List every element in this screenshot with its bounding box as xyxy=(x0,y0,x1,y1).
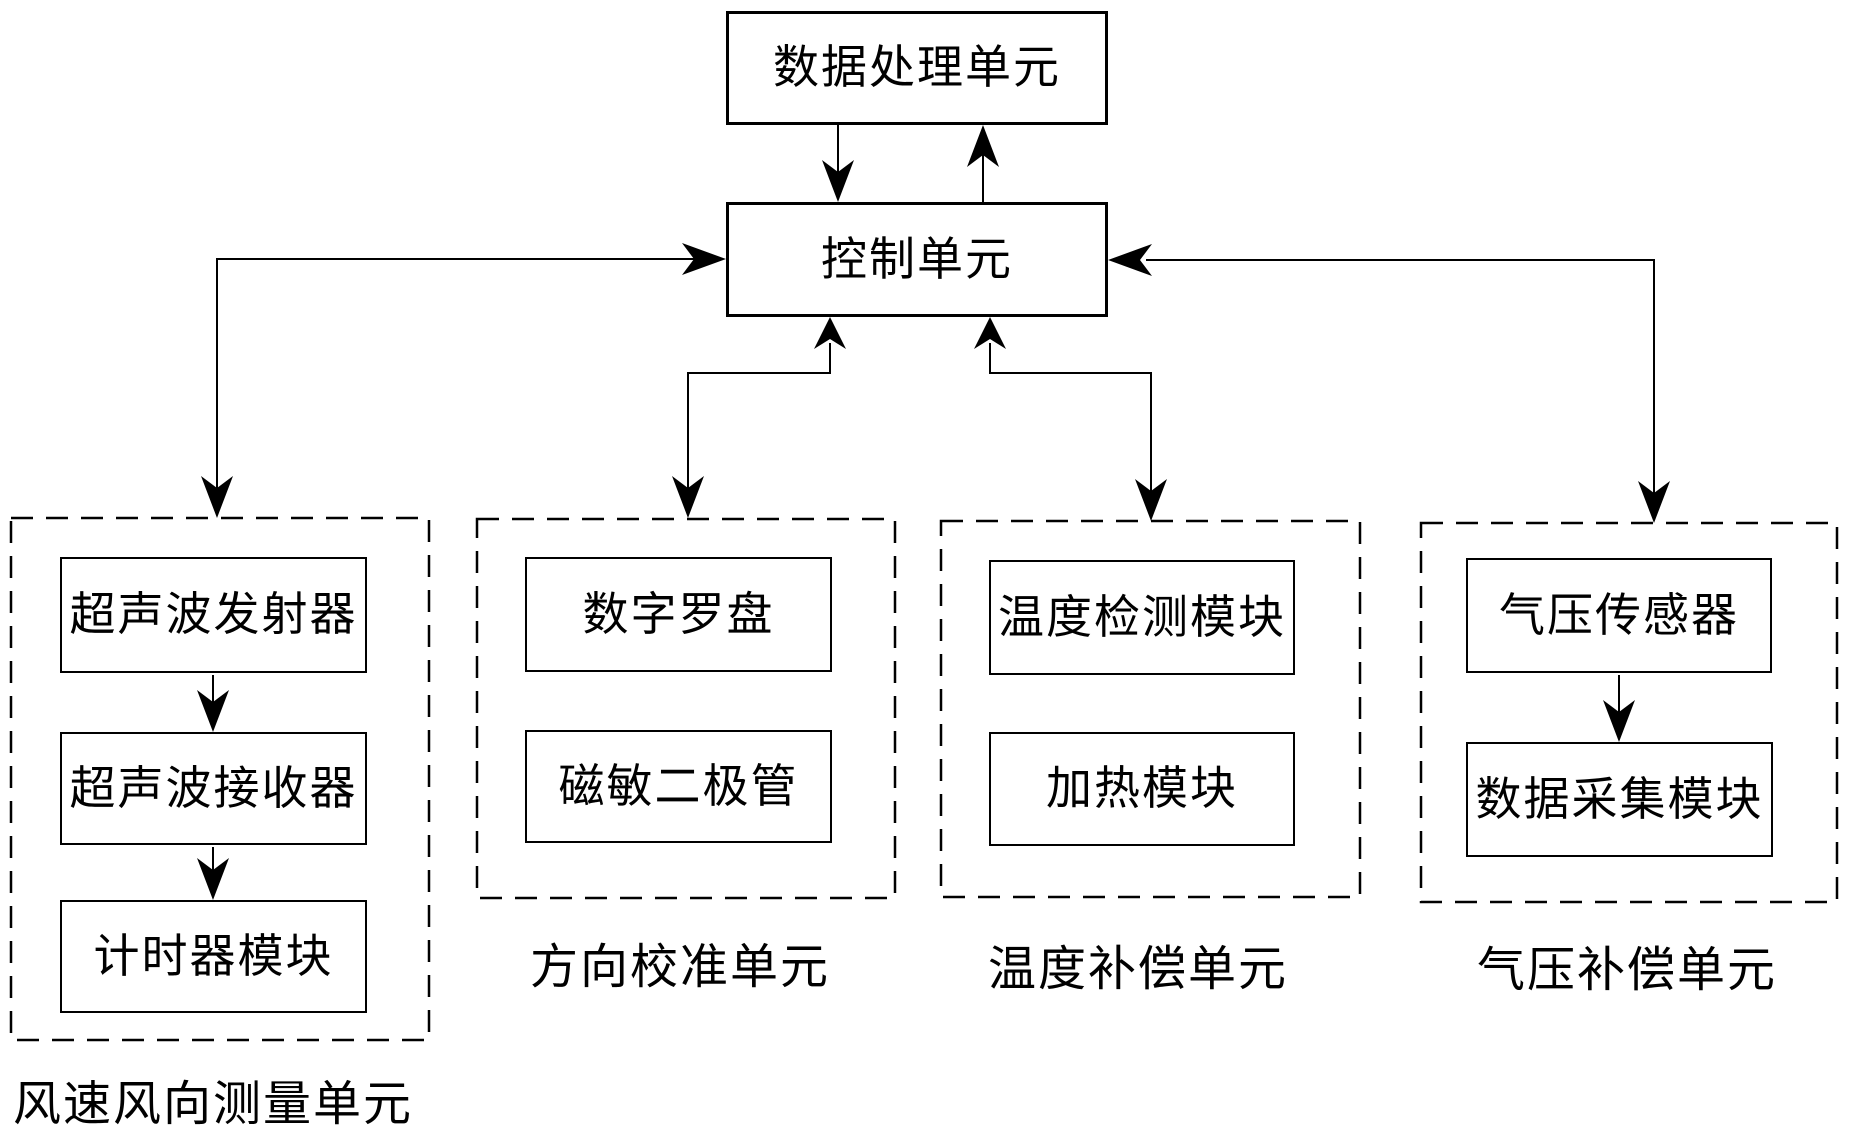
arrow-control-temperature xyxy=(974,317,1167,521)
arrow-receiver-to-timer xyxy=(197,847,229,900)
control-unit-box: 控制单元 xyxy=(726,202,1108,317)
group-pressure-outline xyxy=(1419,521,1839,904)
pressure-compensation-unit-label: 气压补偿单元 xyxy=(1476,944,1778,997)
arrow-transmitter-to-receiver xyxy=(197,675,229,732)
arrow-control-to-processing xyxy=(967,125,999,202)
direction-calibration-unit-label: 方向校准单元 xyxy=(529,941,831,994)
group-temperature-outline xyxy=(939,519,1362,899)
data-acquisition-module-box: 数据采集模块 xyxy=(1466,742,1773,857)
wind-measurement-unit-label: 风速风向测量单元 xyxy=(12,1078,414,1131)
digital-compass-box: 数字罗盘 xyxy=(525,557,832,672)
data-processing-unit-box: 数据处理单元 xyxy=(726,11,1108,125)
pressure-sensor-box: 气压传感器 xyxy=(1466,558,1772,673)
arrow-control-direction xyxy=(672,317,846,518)
temperature-detection-module-box: 温度检测模块 xyxy=(989,560,1295,675)
magneto-diode-box: 磁敏二极管 xyxy=(525,730,832,843)
arrow-control-wind xyxy=(201,243,726,518)
timer-module-box: 计时器模块 xyxy=(60,900,367,1013)
temperature-compensation-unit-label: 温度补偿单元 xyxy=(987,943,1289,996)
ultrasonic-receiver-box: 超声波接收器 xyxy=(60,732,367,845)
arrow-control-pressure xyxy=(1108,244,1670,523)
arrow-sensor-to-acquisition xyxy=(1603,675,1635,742)
ultrasonic-transmitter-box: 超声波发射器 xyxy=(60,557,367,673)
group-direction-outline xyxy=(475,517,897,900)
group-wind-outline xyxy=(9,516,431,1042)
arrow-processing-to-control xyxy=(822,125,854,202)
heating-module-box: 加热模块 xyxy=(989,732,1295,846)
